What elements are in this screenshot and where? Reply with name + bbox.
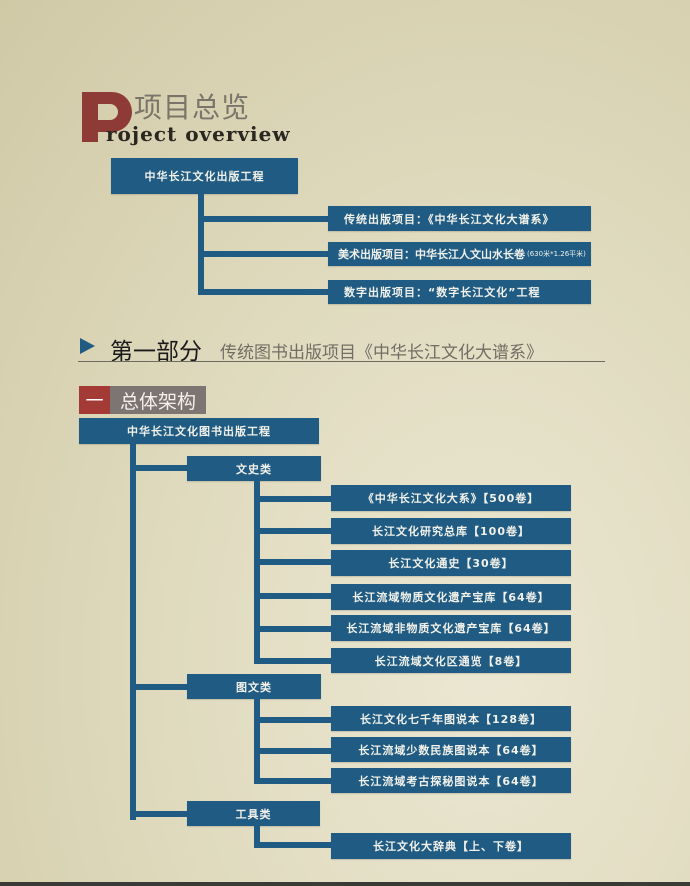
connector xyxy=(254,717,331,723)
connector xyxy=(254,496,331,502)
connector xyxy=(130,811,187,817)
connector xyxy=(130,444,136,820)
item-box: 长江流域非物质文化遗产宝库【64卷】 xyxy=(331,615,571,641)
item-box: 长江文化通史【30卷】 xyxy=(331,550,571,576)
logo-letter-p xyxy=(82,92,132,142)
connector xyxy=(254,748,331,754)
item-box: 长江流域考古探秘图说本【64卷】 xyxy=(331,768,571,793)
page-title-en: roject overview xyxy=(106,122,291,146)
connector xyxy=(254,826,260,848)
tree-root-box: 中华长江文化图书出版工程 xyxy=(79,418,319,444)
item-box: 长江流域物质文化遗产宝库【64卷】 xyxy=(331,584,571,610)
category-box: 工具类 xyxy=(187,801,320,826)
item-box: 长江文化研究总库【100卷】 xyxy=(331,518,571,544)
section-badge: 一 总体架构 xyxy=(79,386,206,414)
connector xyxy=(254,778,331,784)
connector xyxy=(254,626,331,632)
connector xyxy=(254,842,331,848)
connector xyxy=(254,528,331,534)
section-divider xyxy=(78,361,605,362)
connector xyxy=(130,684,187,690)
connector xyxy=(254,481,260,664)
connector xyxy=(198,194,204,295)
section-part: 第一部分 xyxy=(110,339,202,365)
category-box: 文史类 xyxy=(187,456,321,481)
overview-root-box: 中华长江文化出版工程 xyxy=(111,158,298,194)
item-box: 长江文化大辞典【上、下卷】 xyxy=(331,833,571,859)
connector xyxy=(198,216,328,222)
connector xyxy=(198,289,328,295)
category-box: 图文类 xyxy=(187,674,321,699)
badge-number: 一 xyxy=(79,386,110,414)
triangle-icon xyxy=(80,338,95,354)
item-box: 《中华长江文化大系》【500卷】 xyxy=(331,485,571,511)
item-box: 长江文化七千年图说本【128卷】 xyxy=(331,706,571,731)
overview-child-box: 传统出版项目：《中华长江文化大谱系》 xyxy=(328,206,591,231)
connector xyxy=(254,699,260,784)
overview-child-box: 美术出版项目：中华长江人文山水长卷(630米*1.26平米) xyxy=(328,242,591,266)
connector xyxy=(254,593,331,599)
connector xyxy=(254,658,331,664)
connector xyxy=(254,559,331,565)
overview-child-label: 美术出版项目：中华长江人文山水长卷 xyxy=(338,248,525,261)
item-box: 长江流域少数民族图说本【64卷】 xyxy=(331,737,571,762)
bottom-border xyxy=(0,882,690,886)
badge-label: 总体架构 xyxy=(110,386,206,414)
connector xyxy=(198,251,328,257)
connector xyxy=(130,465,187,471)
page-title-cn: 项目总览 xyxy=(134,91,251,124)
overview-child-box: 数字出版项目：“数字长江文化”工程 xyxy=(328,280,591,304)
overview-child-note: (630米*1.26平米) xyxy=(527,250,586,258)
section-subtitle: 传统图书出版项目《中华长江文化大谱系》 xyxy=(220,343,543,363)
item-box: 长江流域文化区通览【8卷】 xyxy=(331,648,571,673)
